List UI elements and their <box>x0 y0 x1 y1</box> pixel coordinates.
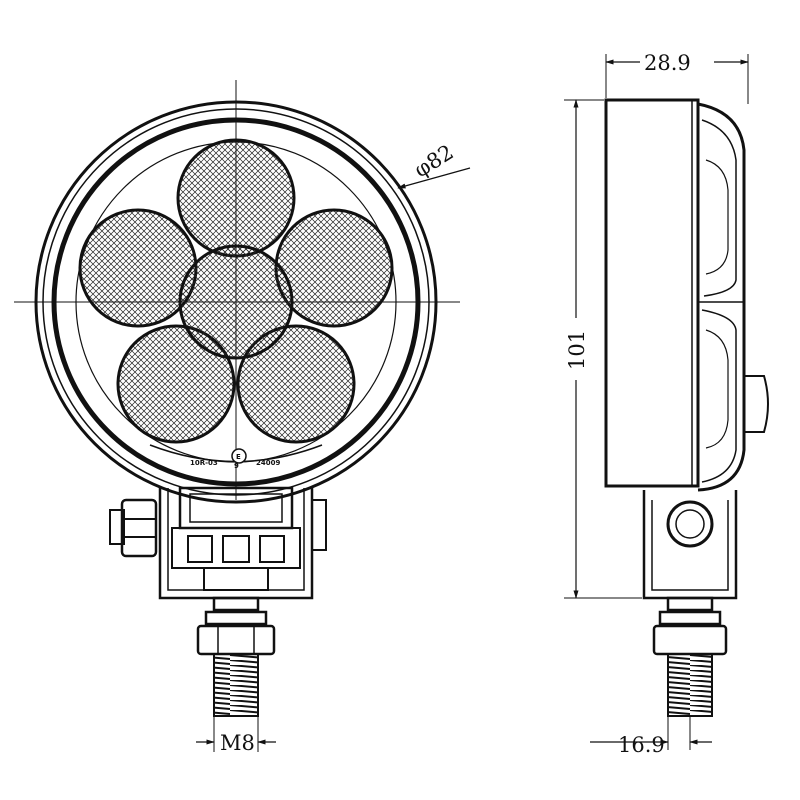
cable-gland <box>744 375 769 433</box>
side-bracket <box>642 490 738 600</box>
side-stud-thread <box>667 653 713 717</box>
depth-label: 28.9 <box>644 51 691 75</box>
thread-size-label: M8 <box>220 731 255 755</box>
stud-thread <box>213 653 259 717</box>
emark-number: 9 <box>234 462 239 470</box>
housing-outer-ring <box>34 100 438 504</box>
adjust-knob-bolt <box>109 498 327 558</box>
led-reflector-group <box>78 138 394 444</box>
lens-code-left: 10R-03 <box>190 459 218 467</box>
mounting-stud <box>196 596 276 717</box>
height-label: 101 <box>565 330 589 370</box>
side-knob <box>666 500 714 548</box>
heat-sink-body <box>697 102 746 492</box>
emark-letter: E <box>236 453 241 461</box>
diameter-leader <box>397 167 471 189</box>
led-reflector-left <box>78 208 198 328</box>
lens-code-right: 24009 <box>256 459 280 467</box>
mounting-bracket <box>158 486 314 600</box>
side-view: 28.9 101 16.9 <box>564 51 769 757</box>
side-mounting-stud <box>652 596 728 717</box>
housing-ring-3 <box>51 117 421 487</box>
diameter-label: φ82 <box>410 140 458 182</box>
emark-circle <box>231 448 247 464</box>
led-reflector-right <box>274 208 394 328</box>
led-reflector-center <box>178 244 294 360</box>
side-face-plate <box>604 98 700 488</box>
bracket-width-label: 16.9 <box>618 733 665 757</box>
housing-ring-2 <box>42 108 430 496</box>
led-reflector-top <box>176 138 296 258</box>
led-reflector-bottom-right <box>236 324 356 444</box>
led-reflector-bottom-left <box>116 324 236 444</box>
front-view: 10R-03 E 9 24009 <box>14 80 471 755</box>
